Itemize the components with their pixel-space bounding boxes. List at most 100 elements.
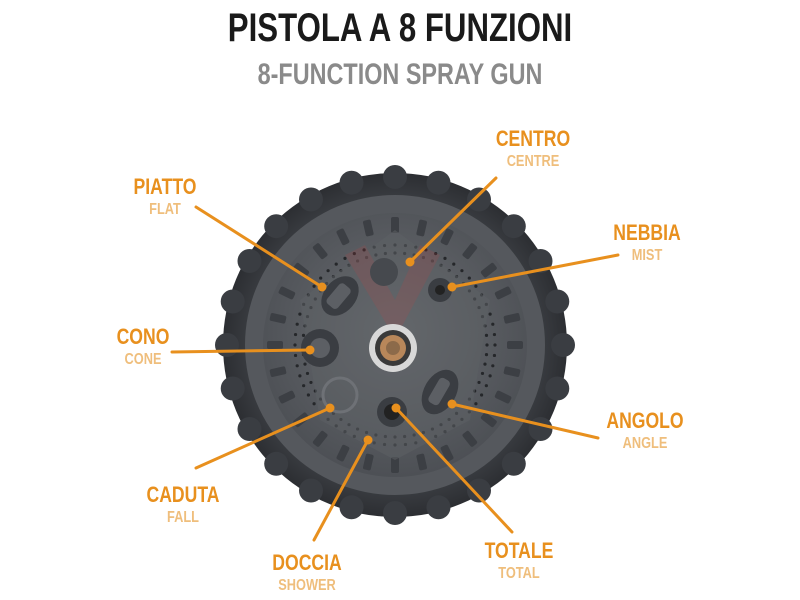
- face-tooth: [363, 219, 374, 237]
- label-caduta-it: CADUTA: [146, 482, 220, 507]
- leader-line-angolo: [450, 402, 600, 440]
- spray-hole: [326, 269, 330, 273]
- face-tooth: [363, 453, 374, 471]
- face-tooth: [293, 262, 310, 278]
- leader-dot-caduta: [325, 403, 335, 413]
- ring-bump: [237, 417, 262, 441]
- spray-hole: [309, 380, 313, 385]
- ring-bump: [383, 165, 407, 189]
- label-doccia-en: SHOWER: [278, 577, 336, 594]
- spray-hole: [302, 384, 306, 388]
- page-title: PISTOLA A 8 FUNZIONI: [227, 6, 573, 50]
- leader-dot-doccia: [363, 435, 373, 445]
- face-tooth: [480, 262, 497, 278]
- spray-hole: [488, 312, 492, 316]
- face-tooth: [278, 286, 296, 300]
- face-tooth: [462, 243, 478, 260]
- face-tooth: [494, 390, 512, 404]
- leader-line-doccia: [312, 438, 370, 542]
- label-angolo: ANGOLO ANGLE: [585, 410, 705, 452]
- spray-hole: [467, 276, 471, 280]
- label-piatto-en: FLAT: [149, 201, 181, 218]
- spray-hole: [303, 362, 307, 366]
- leader-line-caduta: [194, 406, 332, 470]
- ring-bump: [299, 187, 323, 212]
- spray-hole: [298, 374, 302, 378]
- spray-hole: [334, 262, 338, 266]
- outlet-cone: [301, 329, 339, 367]
- spray-hole: [443, 256, 447, 260]
- leader-dot-centro: [405, 257, 415, 267]
- face-tooth: [440, 444, 454, 462]
- leader-dot-cono: [305, 345, 315, 355]
- label-totale-it: TOTALE: [484, 538, 554, 563]
- outlet-fall: [321, 376, 359, 414]
- ring-bump: [467, 478, 491, 503]
- ring-bump: [501, 214, 526, 239]
- outlet-total: [377, 397, 407, 427]
- spray-hole: [305, 371, 310, 376]
- label-angolo-en: ANGLE: [622, 435, 668, 452]
- ring-bump: [545, 289, 570, 314]
- leader-line-nebbia: [450, 253, 620, 289]
- spray-hole: [492, 353, 497, 358]
- label-doccia-it: DOCCIA: [272, 550, 342, 575]
- face-tooth: [269, 313, 287, 324]
- leader-dot-piatto: [317, 282, 327, 292]
- nozzle-teeth: [267, 217, 523, 473]
- spray-hole: [452, 262, 456, 266]
- label-totale-en: TOTAL: [498, 565, 540, 582]
- face-tooth: [503, 313, 521, 324]
- spray-hole: [491, 364, 495, 368]
- label-totale: TOTALE TOTAL: [464, 540, 574, 582]
- face-tooth: [391, 217, 399, 233]
- spray-hole: [460, 269, 464, 273]
- ring-bump: [264, 214, 289, 239]
- spray-hole: [295, 364, 299, 368]
- spray-hole: [474, 402, 478, 406]
- spray-hole: [480, 371, 485, 376]
- leader-line-totale: [394, 406, 514, 534]
- face-tooth: [312, 243, 328, 260]
- leader-dot-nebbia: [447, 282, 457, 292]
- ring-bump: [264, 451, 289, 476]
- label-piatto: PIATTO FLAT: [110, 176, 220, 218]
- spray-hole: [477, 380, 481, 385]
- ring-bump: [528, 249, 553, 273]
- centre-screw: [369, 324, 417, 372]
- spray-hole: [484, 333, 489, 337]
- spray-hole: [293, 332, 298, 337]
- outlet-flat: [321, 276, 359, 316]
- outlet-centre: [370, 258, 398, 286]
- spray-hole: [485, 343, 489, 347]
- leader-line-centro: [408, 176, 498, 264]
- ring-bump: [339, 495, 364, 520]
- label-caduta-en: FALL: [167, 509, 199, 526]
- label-nebbia: NEBBIA MIST: [592, 222, 702, 264]
- face-tooth: [503, 366, 521, 377]
- face-tooth: [494, 286, 512, 300]
- label-piatto-it: PIATTO: [133, 174, 197, 199]
- spray-hole: [493, 343, 497, 347]
- outlet-mist: [428, 278, 452, 302]
- face-tooth: [507, 341, 523, 349]
- spray-hole: [484, 384, 488, 388]
- spray-hole: [293, 343, 297, 347]
- label-doccia: DOCCIA SHOWER: [252, 552, 362, 594]
- label-nebbia-en: MIST: [631, 247, 663, 264]
- spray-hole: [301, 333, 306, 337]
- label-centro: CENTRO CENTRE: [478, 128, 588, 170]
- spray-hole: [293, 353, 298, 358]
- spray-hole: [319, 276, 323, 280]
- label-cono-en: CONE: [124, 351, 162, 368]
- ring-bump: [501, 451, 526, 476]
- leader-line-cono: [170, 348, 312, 354]
- spray-hole: [488, 374, 492, 378]
- leader-dot-totale: [391, 403, 401, 413]
- spray-hole: [434, 252, 438, 256]
- face-tooth: [416, 219, 427, 237]
- ring-bump: [339, 170, 364, 195]
- spray-hole: [491, 322, 495, 326]
- face-tooth: [391, 457, 399, 473]
- ring-bump: [220, 376, 245, 401]
